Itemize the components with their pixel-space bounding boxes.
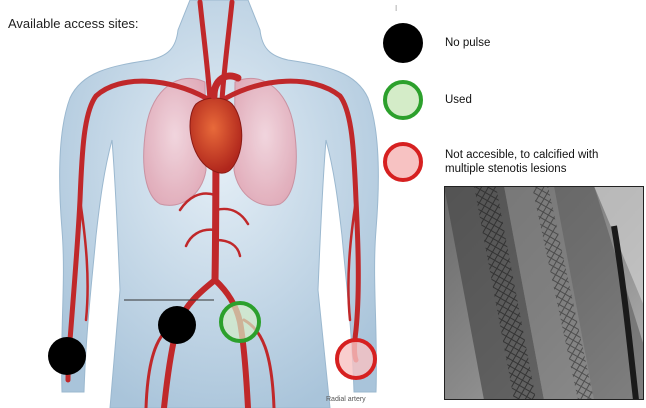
legend-not-accessible-label: Not accesible, to calcified with multipl… [445, 148, 635, 176]
legend-no-pulse: No pulse [383, 23, 635, 63]
top-mark: I [395, 4, 397, 13]
legend-used: Used [383, 80, 635, 120]
legend-used-label: Used [445, 93, 635, 107]
legend-no-pulse-label: No pulse [445, 36, 635, 50]
anatomy-illustration [0, 0, 440, 408]
legend-not-accessible: Not accesible, to calcified with multipl… [383, 142, 635, 182]
right-femoral-no-pulse-marker [158, 306, 196, 344]
right-radial-no-pulse-marker [48, 337, 86, 375]
legend-no-pulse-swatch [383, 23, 423, 63]
left-radial-not-accessible-marker [337, 340, 375, 378]
legend-used-swatch [383, 80, 423, 120]
left-femoral-used-marker [221, 303, 259, 341]
radial-artery-caption: Radial artery [326, 396, 366, 403]
fluoroscopy-image [444, 186, 644, 400]
legend-not-accessible-swatch [383, 142, 423, 182]
